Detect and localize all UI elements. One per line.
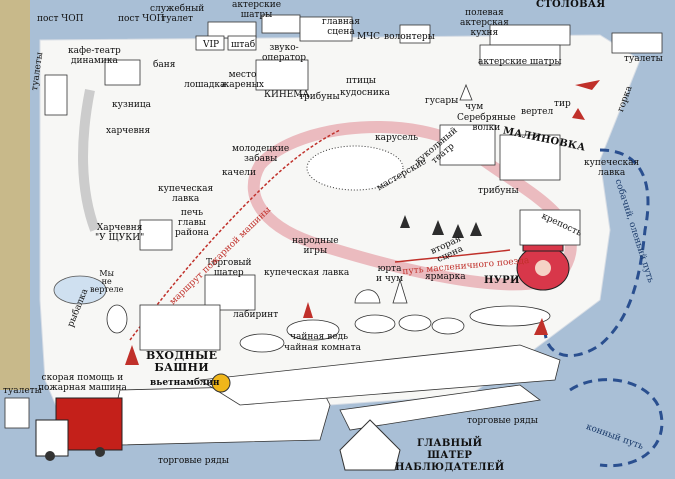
pond <box>53 275 107 305</box>
label-nuri: НУРИ <box>484 275 520 286</box>
label-birds: птицы <box>346 76 376 86</box>
label-actor-tents-right: актерские шатры <box>478 57 562 67</box>
label-main-stage: главная сцена <box>322 17 360 37</box>
label-actor-tents-top: актерские шатры <box>232 0 282 20</box>
label-kudosnika: кудосника <box>340 88 390 98</box>
label-volunteers: волонтеры <box>384 32 435 42</box>
label-labyrinth: лабиринт <box>233 310 279 320</box>
label-pond-sign: Мы не вертеле <box>90 269 124 294</box>
label-yurt-chum: юрта и чум <box>376 264 404 284</box>
label-tir: тир <box>554 99 571 109</box>
label-silver-wolves: Серебряные волки <box>457 113 516 133</box>
label-mchs: МЧС <box>357 32 381 42</box>
label-trade-rows-right: торговые ряды <box>467 416 538 426</box>
label-hussars: гусары <box>425 96 459 106</box>
shore-sand <box>0 0 30 390</box>
label-canteen: СТОЛОВАЯ <box>536 0 606 10</box>
label-toilets-right: туалеты <box>624 54 663 64</box>
fire-route-line <box>129 129 341 341</box>
label-cinema: КИНЕМА <box>264 90 310 100</box>
label-post-chop-mid: пост ЧОП <box>118 14 165 24</box>
label-merry-games: молодецкие забавы <box>232 144 290 164</box>
label-merchant-shop-right: купеческая лавка <box>584 158 640 178</box>
label-service-toilet: служебный туалет <box>150 4 205 24</box>
label-trade-tent: Торговый шатер <box>206 258 252 278</box>
central-plaza <box>306 145 404 191</box>
kettle-icon <box>516 244 570 291</box>
dog-route-line <box>543 148 650 358</box>
smiley-icon <box>211 373 231 393</box>
label-entrance-towers: ВХОДНЫЕ БАШНИ <box>146 349 218 374</box>
label-field-kitchen: полевая актерская кухня <box>460 8 509 38</box>
label-merchant-shop-left: купеческая лавка <box>158 184 214 204</box>
label-stands-mid: трибуны <box>478 186 519 196</box>
label-roast-place: место жареных <box>221 70 264 90</box>
entrance-arrows <box>125 80 600 365</box>
label-smithy: кузница <box>112 100 151 110</box>
label-stands: трибуны <box>299 92 340 102</box>
label-cafe-theatre: кафе-театр динамика <box>68 46 121 66</box>
label-vietnamblin: вьетнамблин <box>150 378 220 388</box>
label-tavern-top: харчевня <box>106 126 151 136</box>
fire-truck-icon <box>35 397 123 461</box>
label-tea-chamber: чайная комната <box>284 343 361 353</box>
label-tavern-shchuki: Харчевня "У ЩУКИ" <box>95 223 145 243</box>
label-swings: качели <box>222 168 256 178</box>
trade-rows-tents <box>114 344 561 446</box>
label-bathhouse: баня <box>153 60 176 70</box>
label-ambulance-fire: скорая помощь и пожарная машина <box>38 373 127 393</box>
horse-route-line <box>569 378 664 468</box>
label-merchant-shop-mid: купеческая лавка <box>264 268 350 278</box>
label-staff: штаб <box>231 40 256 50</box>
label-sound-operator: звуко- оператор <box>262 43 307 63</box>
label-fair: ярмарка <box>425 272 466 282</box>
label-post-chop-left: пост ЧОП <box>37 14 84 24</box>
label-stove: печь главы района <box>175 208 209 238</box>
label-toilets-bottom: туалеты <box>3 386 42 396</box>
label-chum-top: чум <box>465 102 484 112</box>
label-trade-rows-left: торговые ряды <box>158 456 229 466</box>
label-tea-house: чайная ведь <box>290 332 349 342</box>
label-folk-games: народные игры <box>292 236 339 256</box>
label-horse: лошадка <box>184 80 226 90</box>
label-vip: VIP <box>203 40 220 50</box>
label-main-observer-tent: ГЛАВНЫЙ ШАТЕР НАБЛЮДАТЕЛЕЙ <box>395 438 505 473</box>
label-carousel: карусель <box>375 133 419 143</box>
observer-tent <box>339 419 401 471</box>
label-spit: вертел <box>521 107 554 117</box>
